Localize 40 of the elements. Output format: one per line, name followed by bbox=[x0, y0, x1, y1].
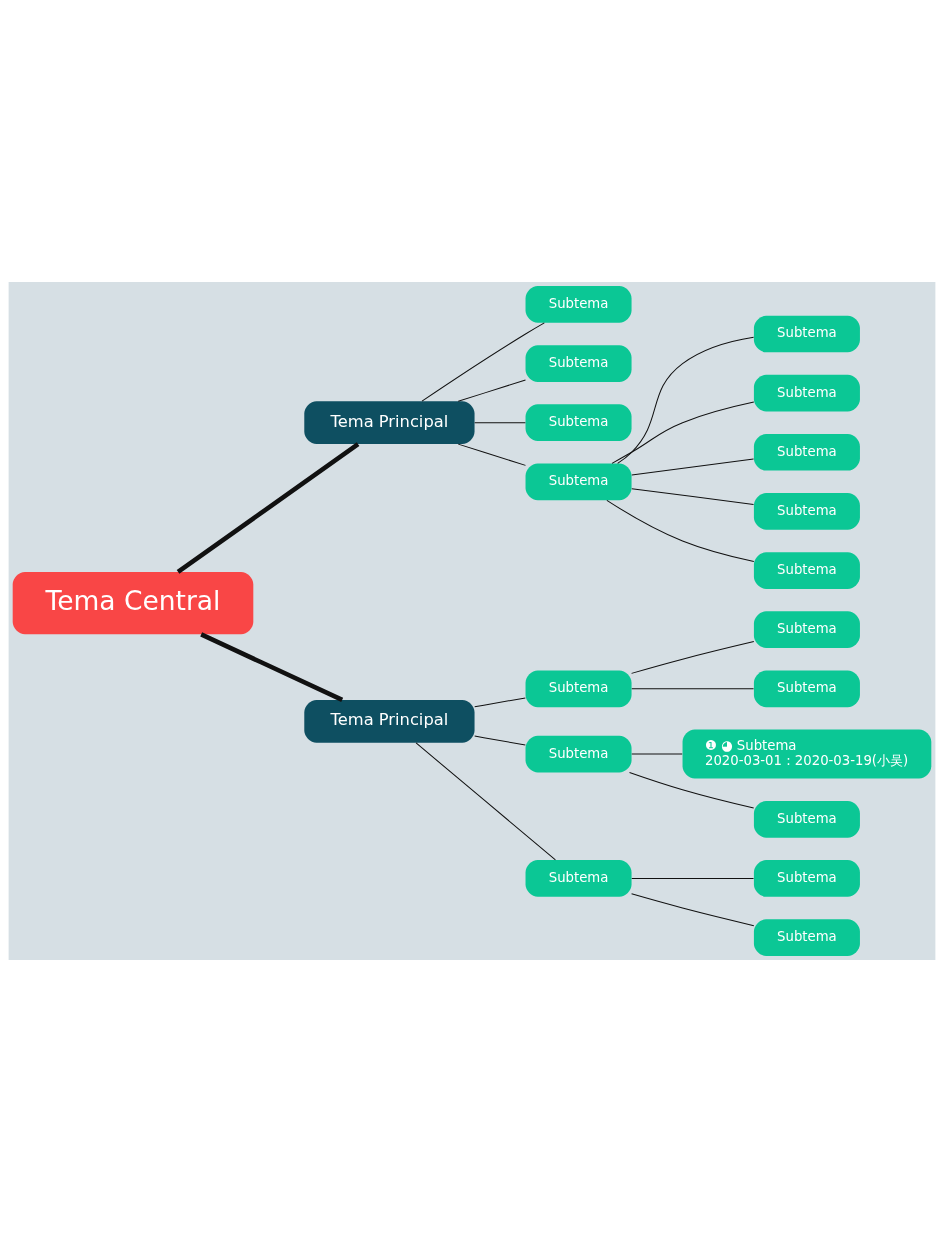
node-box: Subtema bbox=[753, 492, 860, 530]
connector bbox=[617, 336, 755, 464]
connector bbox=[611, 401, 755, 464]
node-box: ❶ ◕ Subtema 2020-03-01 : 2020-03-19(小吴) bbox=[682, 729, 932, 778]
connector bbox=[631, 892, 755, 926]
node-box: Subtema bbox=[753, 374, 860, 411]
node-box: Subtema bbox=[525, 859, 632, 897]
node-box: Subtema bbox=[753, 315, 860, 352]
node-box: Tema Central bbox=[12, 571, 254, 634]
connector bbox=[629, 771, 755, 808]
connector bbox=[474, 696, 526, 707]
node-box: Tema Principal bbox=[304, 699, 475, 743]
connector bbox=[421, 321, 545, 402]
node-box: Subtema bbox=[753, 918, 860, 956]
node-box: Subtema bbox=[753, 800, 860, 838]
node-box: Subtema bbox=[753, 610, 860, 648]
connector bbox=[631, 687, 755, 689]
connector bbox=[200, 631, 344, 702]
node-box: Subtema bbox=[525, 463, 632, 500]
node-box: Subtema bbox=[525, 403, 632, 441]
connector bbox=[415, 741, 556, 860]
node-box: Subtema bbox=[525, 285, 632, 323]
connector bbox=[176, 441, 360, 574]
node-box: Subtema bbox=[753, 433, 860, 471]
node-box: Subtema bbox=[753, 551, 860, 589]
connector bbox=[631, 640, 755, 674]
node-box: Tema Principal bbox=[304, 400, 475, 444]
connector bbox=[457, 379, 526, 402]
node-box: Subtema bbox=[525, 344, 632, 382]
node-box: Subtema bbox=[525, 669, 632, 707]
connector bbox=[631, 487, 755, 505]
connector bbox=[474, 735, 526, 745]
node-box: Subtema bbox=[753, 859, 860, 897]
connector bbox=[474, 421, 526, 423]
node-box: Subtema bbox=[525, 735, 632, 772]
node-box: Subtema bbox=[753, 669, 860, 707]
connector bbox=[631, 877, 755, 879]
connector bbox=[631, 458, 755, 475]
connector bbox=[457, 443, 526, 466]
connector bbox=[606, 499, 755, 562]
